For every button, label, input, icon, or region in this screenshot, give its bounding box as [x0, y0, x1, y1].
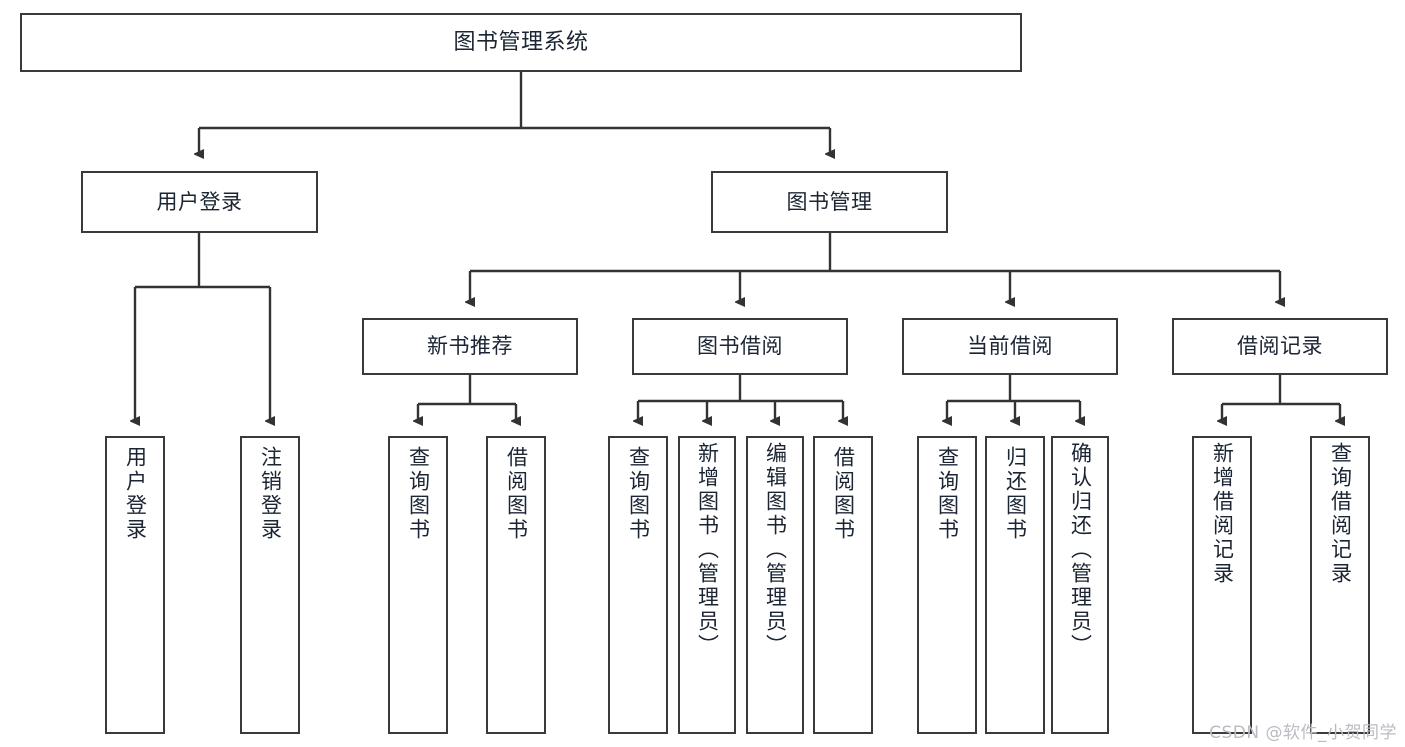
node-label: 查询图书	[626, 446, 651, 542]
node-label: 归还图书	[1003, 446, 1028, 542]
node-current-borrow[interactable]: 当前借阅	[902, 318, 1118, 375]
node-root-system[interactable]: 图书管理系统	[20, 13, 1022, 72]
leaf-book-borrow-borrow[interactable]: 借阅图书	[813, 436, 873, 734]
node-label: 新增借阅记录	[1210, 442, 1235, 586]
leaf-current-borrow-confirm-return[interactable]: 确认归还（管理员）	[1051, 436, 1109, 734]
leaf-new-book-query[interactable]: 查询图书	[388, 436, 448, 734]
node-label: 查询借阅记录	[1328, 442, 1353, 586]
leaf-book-borrow-add[interactable]: 新增图书（管理员）	[678, 436, 736, 734]
node-label: 用户登录	[123, 446, 148, 542]
node-label: 图书管理	[786, 189, 873, 214]
leaf-book-borrow-query[interactable]: 查询图书	[608, 436, 668, 734]
leaf-new-book-borrow[interactable]: 借阅图书	[486, 436, 546, 734]
node-label: 借阅图书	[831, 446, 856, 542]
node-label: 新增图书（管理员）	[695, 442, 720, 658]
leaf-borrow-record-add[interactable]: 新增借阅记录	[1192, 436, 1252, 734]
leaf-current-borrow-query[interactable]: 查询图书	[917, 436, 977, 734]
leaf-borrow-record-query[interactable]: 查询借阅记录	[1310, 436, 1370, 734]
node-book-borrow[interactable]: 图书借阅	[632, 318, 848, 375]
node-user-login[interactable]: 用户登录	[81, 171, 318, 233]
leaf-book-borrow-edit[interactable]: 编辑图书（管理员）	[746, 436, 804, 734]
node-label: 新书推荐	[427, 334, 513, 359]
node-label: 确认归还（管理员）	[1068, 442, 1093, 658]
leaf-user-login-logout[interactable]: 注销登录	[240, 436, 300, 734]
node-label: 当前借阅	[967, 334, 1053, 359]
node-label: 查询图书	[935, 446, 960, 542]
node-borrow-record[interactable]: 借阅记录	[1172, 318, 1388, 375]
node-label: 图书借阅	[697, 334, 783, 359]
node-book-manage[interactable]: 图书管理	[711, 171, 948, 233]
leaf-current-borrow-return[interactable]: 归还图书	[985, 436, 1045, 734]
node-label: 注销登录	[258, 446, 283, 542]
node-label: 用户登录	[156, 189, 243, 214]
node-label: 查询图书	[406, 446, 431, 542]
node-label: 借阅记录	[1237, 334, 1323, 359]
node-new-book-recommend[interactable]: 新书推荐	[362, 318, 578, 375]
node-label: 编辑图书（管理员）	[763, 442, 788, 658]
node-label: 借阅图书	[504, 446, 529, 542]
watermark-text: CSDN @软件_小贺同学	[1209, 723, 1397, 743]
leaf-user-login-login[interactable]: 用户登录	[105, 436, 165, 734]
node-label: 图书管理系统	[453, 29, 589, 55]
